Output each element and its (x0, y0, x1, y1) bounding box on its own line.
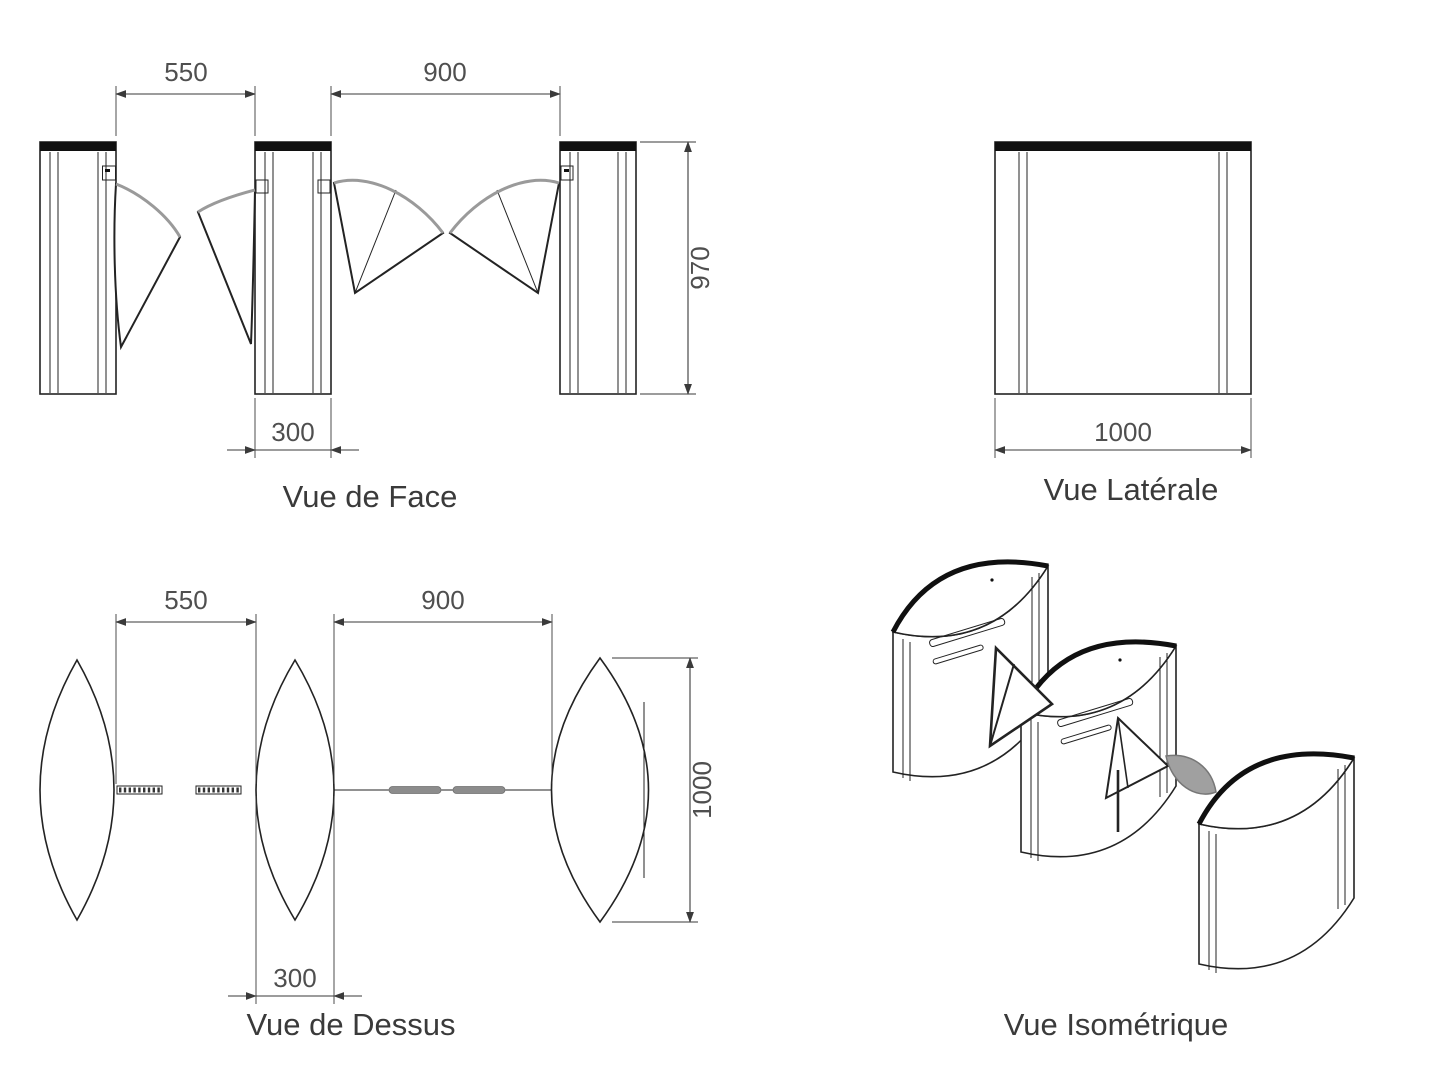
top-cabinet-right-lens (550, 656, 650, 924)
dimension-label: 900 (423, 57, 466, 87)
top-cabinet-left-lens (39, 658, 115, 922)
hinge-mark (105, 169, 110, 172)
flap-wing-edge (333, 178, 445, 234)
top-view: 550 900 300 1000 Vue de Dessus (39, 585, 717, 1042)
flap-wing-left (113, 182, 182, 351)
iso-view-title: Vue Isométrique (1004, 1007, 1229, 1042)
front-view-title: Vue de Face (283, 479, 458, 514)
fan-fold-line (496, 189, 539, 294)
flap-fan-right (448, 179, 561, 295)
front-cabinet-left (39, 141, 117, 395)
dimension-label: 550 (164, 585, 207, 615)
flap-wing-edge (115, 182, 182, 238)
flap-hinge-slot (255, 179, 269, 194)
fan-fold-line (989, 663, 1015, 747)
reader-slot (932, 644, 984, 665)
front-dimension-550: 550 (115, 57, 256, 136)
front-flap-wings (113, 178, 561, 351)
top-dimension-300: 300 (228, 796, 362, 1004)
top-dimension-900: 900 (333, 585, 553, 784)
top-dimension-1000: 1000 (612, 657, 717, 923)
flap-strip (116, 785, 163, 795)
reader-slot (1057, 697, 1134, 727)
flap-strip (195, 785, 242, 795)
side-cabinet-body (994, 141, 1252, 395)
reader-slot (1060, 724, 1112, 745)
flap-wing-edge (197, 188, 256, 214)
flap-hinge-slot (102, 165, 116, 181)
cabinet-top-band (890, 559, 1049, 634)
dimension-label: 1000 (1094, 417, 1152, 447)
cabinet-top-band (1196, 751, 1355, 826)
flap-wing-edge (448, 178, 560, 234)
top-detail-dot (990, 578, 994, 582)
front-dimension-970: 970 (640, 141, 715, 395)
top-flap-left-pair (116, 785, 242, 795)
front-view: 550 900 970 300 Vue de Face (39, 57, 715, 514)
front-dimension-300: 300 (227, 398, 359, 458)
front-cabinet-right (559, 141, 637, 395)
side-view: 1000 Vue Latérale (994, 141, 1252, 507)
flap-wing (988, 645, 1055, 749)
flap-hinge-slot (317, 179, 331, 194)
dimension-label: 300 (271, 417, 314, 447)
top-flap-right-pair (334, 786, 552, 794)
front-cabinet-middle (254, 141, 332, 395)
cabinet-top-band (255, 142, 331, 151)
flap-bar (388, 786, 442, 794)
fan-fold-line (354, 189, 397, 294)
hinge-mark (564, 169, 569, 172)
reader-slot (929, 617, 1006, 647)
cabinet-top-band (560, 142, 636, 151)
iso-cabinet-middle (1018, 639, 1178, 861)
dimension-label: 550 (164, 57, 207, 87)
flap-bar (452, 786, 506, 794)
top-cabinet-middle-lens (255, 658, 335, 922)
cabinet-body (39, 141, 117, 395)
dimension-label: 300 (273, 963, 316, 993)
side-top-band (995, 142, 1251, 151)
iso-flap-wing-rear (988, 645, 1055, 749)
top-dimension-550: 550 (115, 585, 257, 784)
top-view-title: Vue de Dessus (246, 1007, 455, 1042)
front-dimension-900: 900 (330, 57, 561, 136)
fan-fold-line (1117, 717, 1129, 789)
flap-wing-middle-left (196, 188, 257, 345)
iso-view: Vue Isométrique (890, 559, 1356, 1042)
top-detail-dot (1118, 658, 1122, 662)
side-view-title: Vue Latérale (1044, 472, 1219, 507)
dimension-label: 970 (685, 246, 715, 289)
side-dimension-1000: 1000 (994, 398, 1252, 458)
flap-hinge-slot (560, 165, 574, 181)
iso-flap-gray (1165, 754, 1217, 795)
cabinet-top-band (40, 142, 116, 151)
flap-fan-middle-right (332, 179, 445, 295)
dimension-label: 1000 (687, 761, 717, 819)
iso-cabinet-front (1196, 751, 1356, 973)
iso-flap-fan-middle (1104, 715, 1170, 832)
dimension-label: 900 (421, 585, 464, 615)
